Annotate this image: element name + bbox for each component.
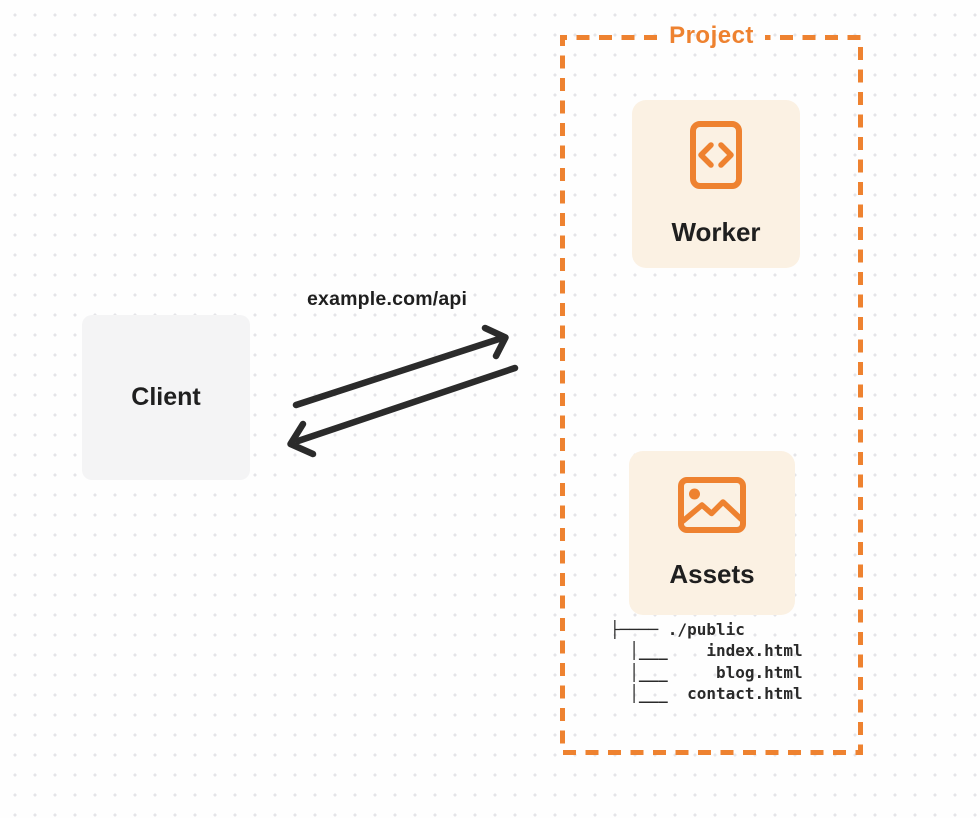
- request-arrow: [292, 324, 509, 409]
- file-tree-item-index: │___ index.html: [610, 641, 803, 661]
- worker-node: Worker: [632, 100, 800, 268]
- file-tree-item-blog: │___ blog.html: [610, 662, 803, 682]
- assets-node: Assets: [629, 451, 795, 615]
- project-boundary-label: Project: [669, 22, 754, 49]
- client-node: Client: [82, 315, 250, 480]
- response-arrow: [287, 364, 519, 458]
- client-node-label: Client: [131, 383, 201, 411]
- request-url-label: example.com/api: [307, 288, 468, 310]
- assets-node-label: Assets: [669, 558, 755, 589]
- file-tree-item-contact: │___ contact.html: [610, 684, 803, 704]
- assets-file-tree: ├──── ./public │___ index.html │___ blog…: [610, 619, 803, 705]
- code-file-icon: [690, 120, 742, 189]
- image-icon: [678, 476, 746, 533]
- file-tree-root: ├──── ./public: [610, 620, 745, 639]
- worker-node-label: Worker: [671, 216, 761, 247]
- project-dashed-border: [560, 35, 863, 755]
